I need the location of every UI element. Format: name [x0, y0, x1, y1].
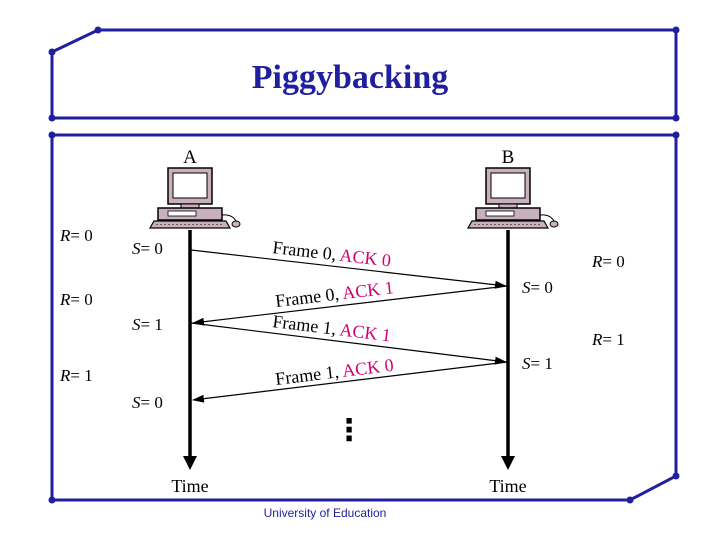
footer-text: University of Education [264, 506, 387, 520]
page-title: Piggybacking [252, 59, 448, 96]
ack-text-2: ACK 1 [341, 277, 394, 303]
frame-text-4: Frame 1, [274, 361, 343, 389]
host-a-label: A [183, 147, 197, 168]
a-r-3: R= 1 [59, 366, 93, 385]
message-label-2: Frame 0, ACK 1 [274, 277, 395, 311]
timeline-a-arrowhead [183, 456, 197, 470]
b-s-1: S= 0 [522, 278, 553, 297]
b-s-2: S= 1 [522, 354, 553, 373]
ellipsis-icon: ⋮ [334, 413, 364, 448]
a-r-1: R= 0 [59, 226, 93, 245]
time-label-b: Time [489, 476, 526, 496]
timeline-b-arrowhead [501, 456, 515, 470]
message-label-4: Frame 1, ACK 0 [274, 355, 395, 389]
ack-text-1: ACK 0 [339, 245, 392, 271]
ack-text-3: ACK 1 [339, 319, 393, 345]
a-s-1: S= 0 [132, 239, 163, 258]
content-frame [48, 131, 680, 504]
computer-a-icon [148, 167, 241, 229]
b-r-2: R= 1 [591, 330, 625, 349]
a-r-2: R= 0 [59, 290, 93, 309]
time-label-a: Time [171, 476, 208, 496]
message-arrow-4 [192, 361, 508, 403]
message-arrow-3 [190, 322, 507, 365]
message-arrow-2 [192, 285, 508, 326]
message-arrow-1 [190, 249, 507, 289]
frame-text-3: Frame 1, [272, 311, 341, 339]
b-r-1: R= 0 [591, 252, 625, 271]
a-s-3: S= 0 [132, 393, 163, 412]
host-b-label: B [502, 147, 515, 168]
title-frame [48, 26, 680, 122]
a-s-2: S= 1 [132, 315, 163, 334]
computer-b-icon [466, 167, 559, 229]
